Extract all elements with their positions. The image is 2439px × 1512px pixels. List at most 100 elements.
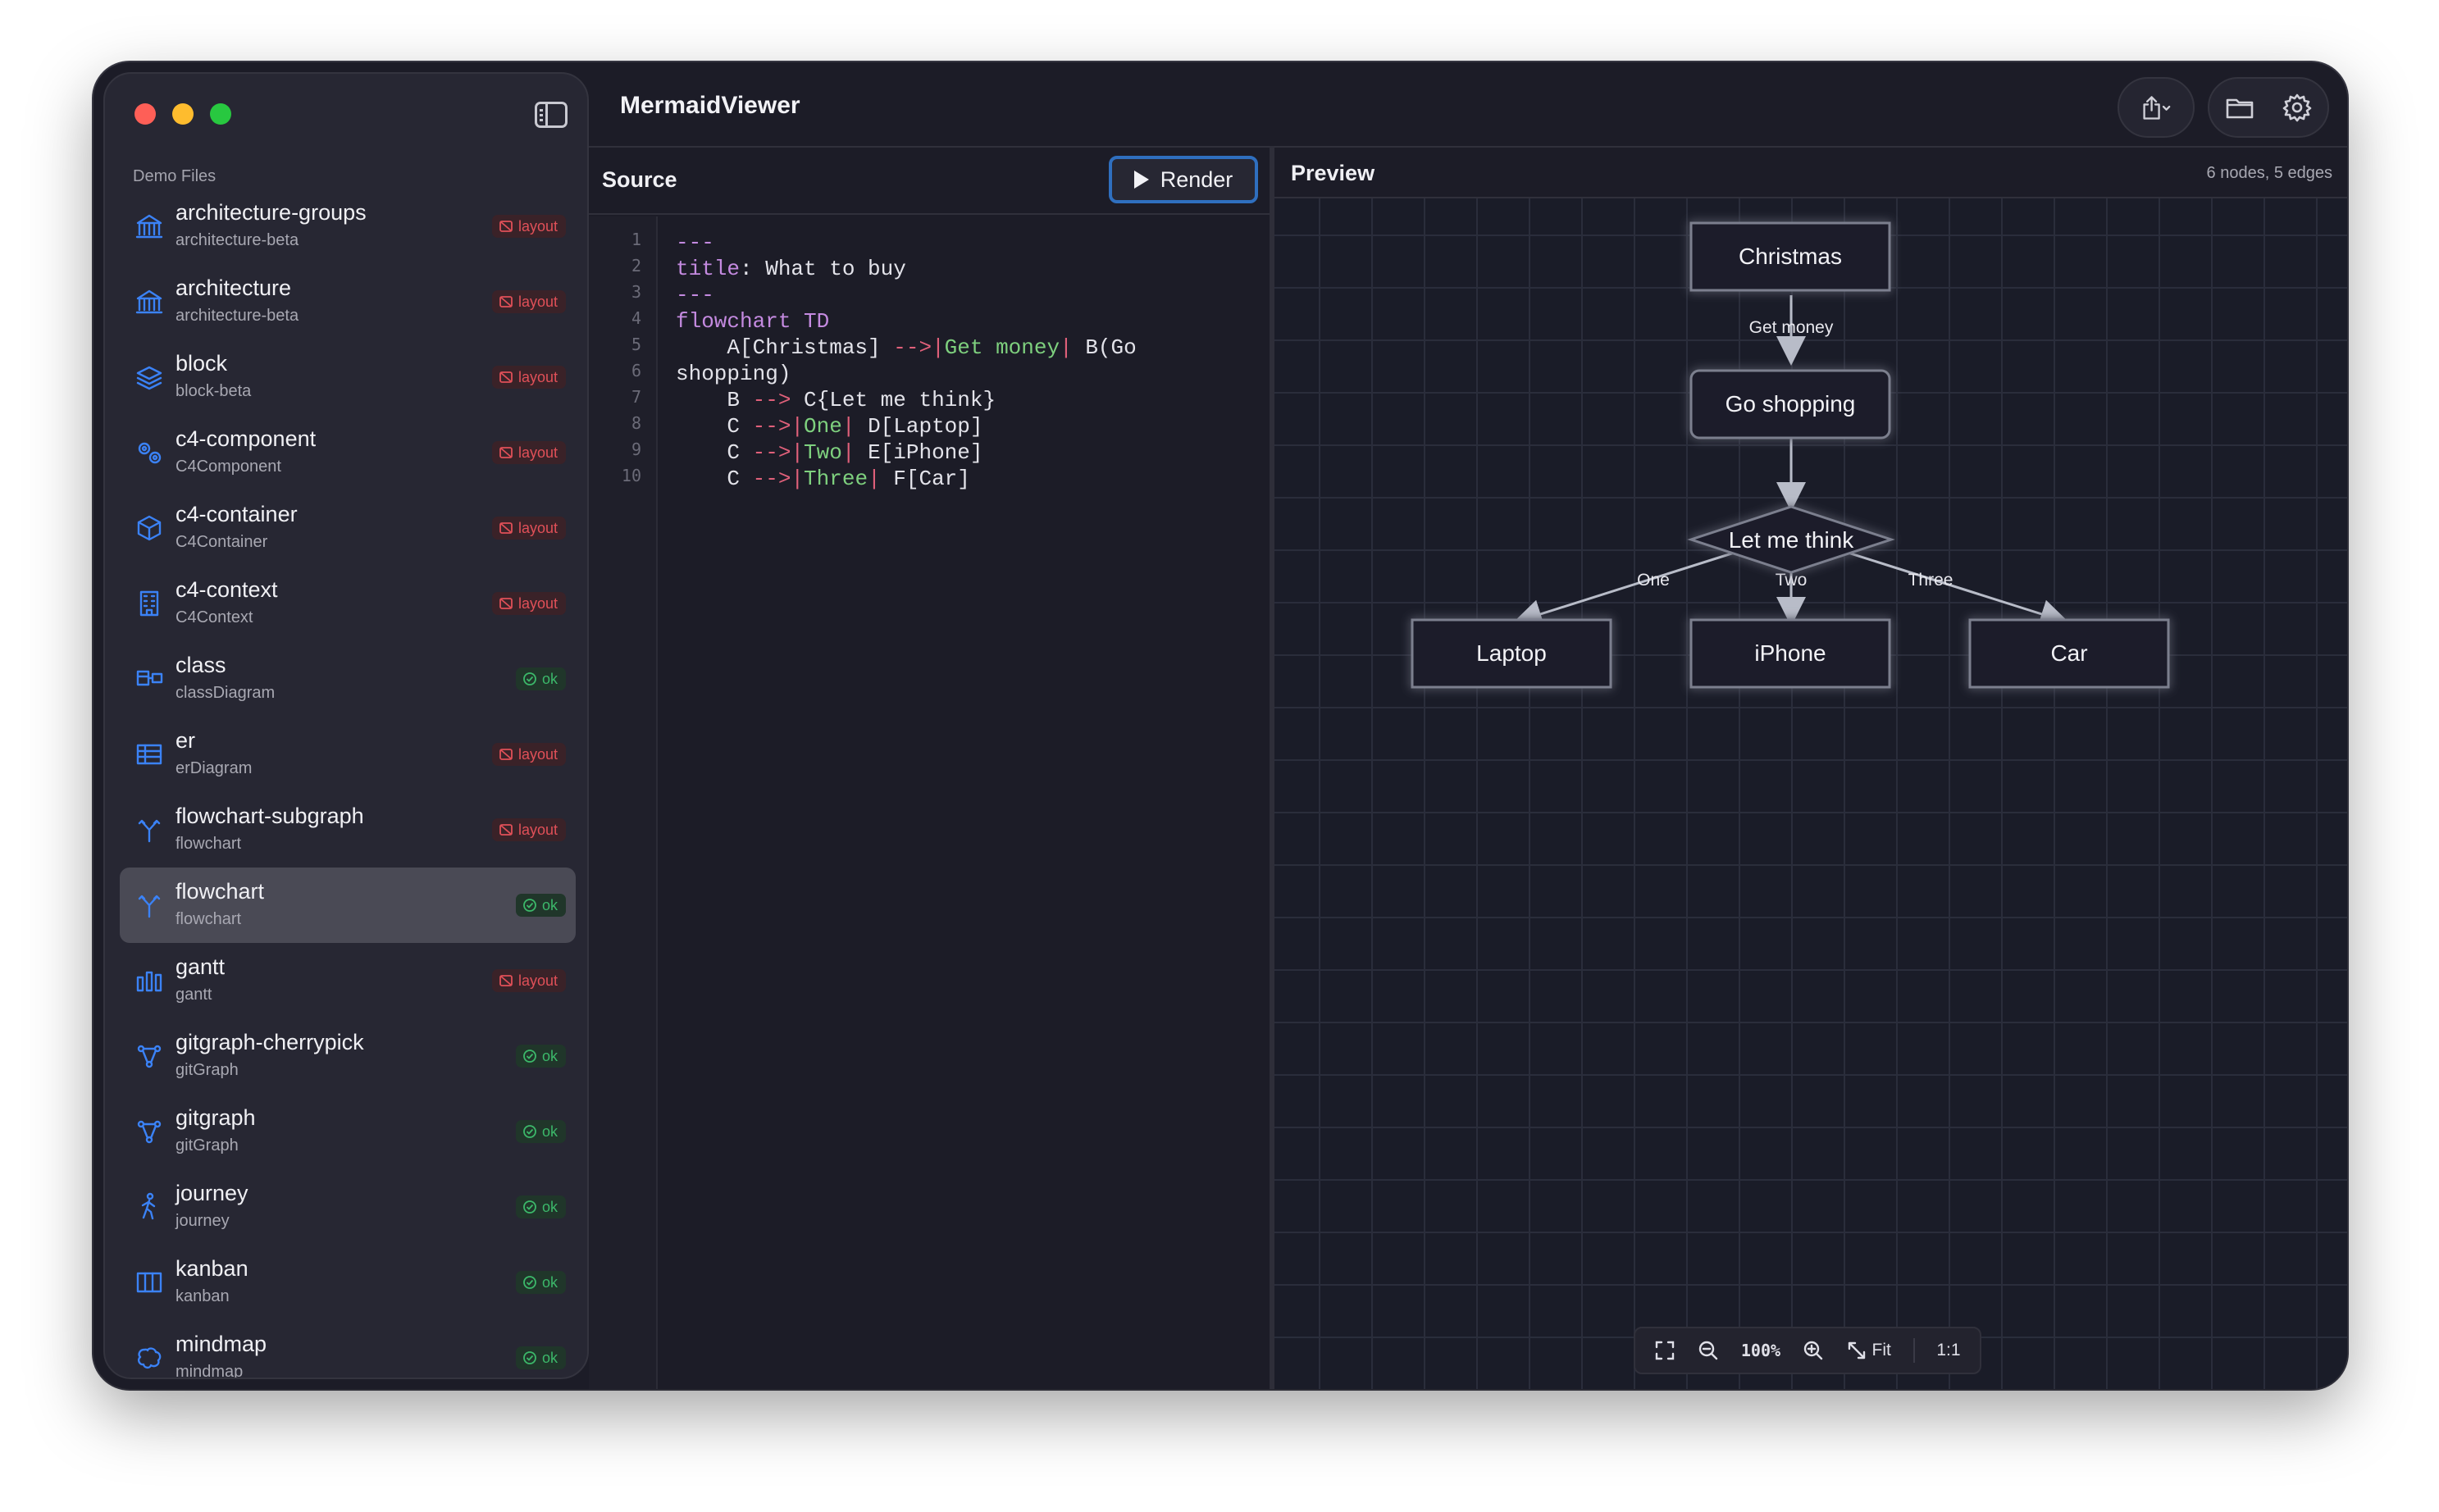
status-badge: ok [515, 1271, 566, 1294]
file-name: c4-component [176, 426, 317, 451]
brain-icon [134, 1343, 164, 1373]
split-divider[interactable] [1270, 146, 1274, 1389]
file-name: gitgraph-cherrypick [176, 1030, 364, 1054]
share-icon [2131, 91, 2181, 124]
node-christmas-label: Christmas [1739, 244, 1842, 269]
node-let-me-think-label: Let me think [1729, 527, 1855, 553]
warning-rect-icon [499, 598, 513, 609]
file-name: gantt [176, 954, 226, 979]
section-label: Demo Files [133, 167, 217, 185]
preview-canvas[interactable]: Get money One Two Three Christmas Go sho… [1274, 198, 2347, 1389]
code-line: C -->|Three| F[Car] [676, 467, 970, 491]
minimize-window-button[interactable] [172, 103, 194, 125]
fullscreen-icon[interactable] [1654, 1340, 1675, 1361]
file-type: kanban [176, 1287, 230, 1305]
node-car[interactable] [1968, 618, 2170, 689]
zoom-in-icon[interactable] [1803, 1340, 1824, 1361]
kanban-columns-icon [134, 1268, 164, 1297]
status-text: layout [517, 444, 558, 461]
node-iphone[interactable] [1689, 618, 1891, 689]
code-line: C -->|One| D[Laptop] [676, 414, 983, 439]
sidebar-toggle-icon[interactable] [535, 102, 568, 128]
file-type: C4Component [176, 458, 281, 476]
file-name: flowchart-subgraph [176, 804, 364, 828]
zoom-separator [1912, 1338, 1915, 1363]
gears-icon [134, 438, 164, 467]
warning-rect-icon [499, 371, 513, 383]
window-controls [134, 103, 231, 125]
node-let-me-think[interactable] [1687, 505, 1895, 574]
gear-icon[interactable] [2281, 91, 2314, 124]
zoom-out-icon[interactable] [1698, 1340, 1719, 1361]
status-badge: layout [491, 517, 566, 540]
line-number: 1 [631, 230, 641, 249]
line-number: 8 [631, 413, 641, 433]
line-number: 9 [631, 439, 641, 459]
one-to-one-button[interactable]: 1:1 [1936, 1341, 1961, 1359]
line-number: 4 [631, 308, 641, 328]
sidebar-item-kanban[interactable]: kanban kanban ok [120, 1245, 576, 1320]
render-button[interactable]: Render [1109, 156, 1258, 203]
line-number: 2 [631, 256, 641, 276]
render-button-label: Render [1160, 166, 1233, 192]
warning-rect-icon [499, 221, 513, 232]
file-name: c4-context [176, 577, 278, 602]
toolbar-actions [2208, 77, 2329, 138]
status-badge: ok [515, 894, 566, 917]
code-line: flowchart TD [676, 309, 830, 334]
status-text: ok [541, 1047, 558, 1064]
code-line: C -->|Two| E[iPhone] [676, 440, 983, 465]
status-text: ok [541, 1349, 558, 1366]
checkmark-circle-icon [523, 672, 536, 685]
fit-label: Fit [1871, 1341, 1891, 1359]
node-car-label: Car [2050, 640, 2087, 666]
node-laptop-label: Laptop [1476, 640, 1547, 666]
source-title: Source [602, 167, 677, 192]
code-line: A[Christmas] -->|Get money| B(Go [676, 335, 1137, 360]
warning-rect-icon [499, 447, 513, 458]
line-number: 6 [631, 361, 641, 380]
share-menu-button[interactable] [2118, 77, 2195, 138]
node-go-shopping[interactable] [1689, 369, 1891, 439]
node-christmas[interactable] [1689, 221, 1891, 292]
status-text: layout [517, 368, 558, 385]
building-columns-icon [134, 287, 164, 317]
close-window-button[interactable] [134, 103, 156, 125]
status-badge: layout [491, 215, 566, 238]
code-line: --- [676, 230, 714, 255]
source-header: Source Render [589, 146, 1270, 215]
checkmark-circle-icon [523, 1276, 536, 1289]
file-type: journey [176, 1212, 230, 1230]
file-type: classDiagram [176, 684, 276, 702]
zoom-window-button[interactable] [210, 103, 231, 125]
folder-icon[interactable] [2223, 91, 2256, 124]
fit-button[interactable]: Fit [1846, 1340, 1891, 1361]
code-editor[interactable]: ---title: What to buy---flowchart TD A[C… [676, 230, 1137, 492]
line-number: 10 [621, 466, 641, 485]
node-laptop[interactable] [1411, 618, 1612, 689]
file-name: kanban [176, 1256, 248, 1281]
status-text: ok [541, 1198, 558, 1215]
status-badge: ok [515, 1346, 566, 1369]
status-badge: ok [515, 667, 566, 690]
warning-rect-icon [499, 824, 513, 836]
fit-arrows-icon [1848, 1341, 1865, 1359]
play-icon [1133, 171, 1149, 189]
bar-chart-icon [134, 966, 164, 995]
